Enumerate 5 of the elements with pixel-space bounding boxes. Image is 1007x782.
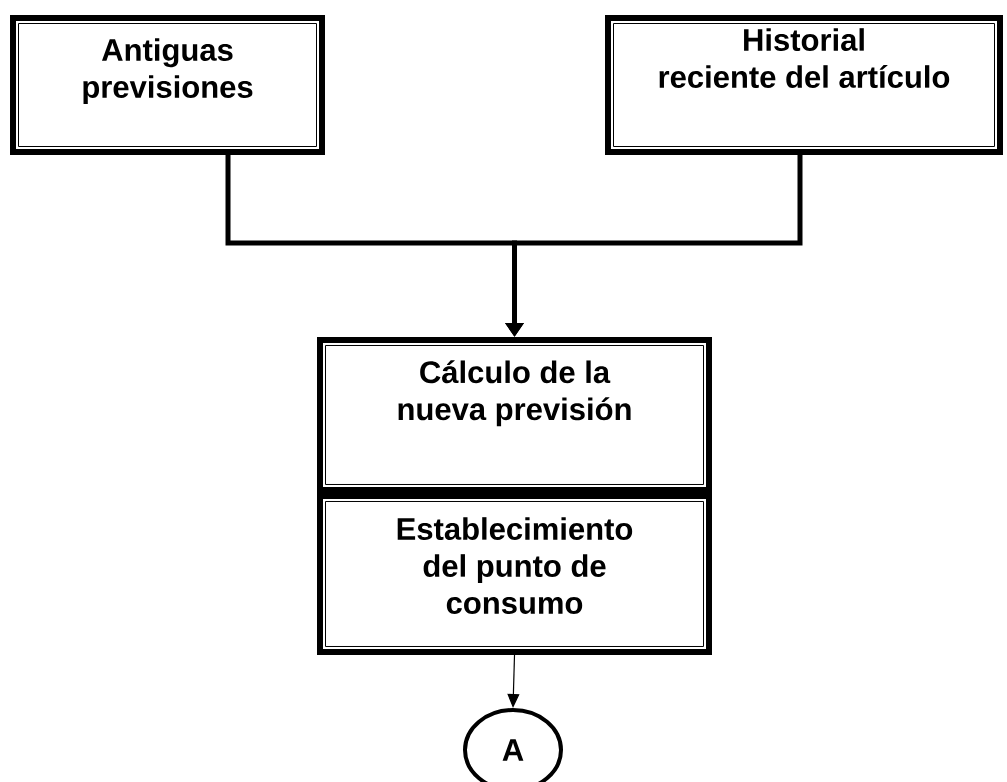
process-box: Antiguas previsiones: [10, 15, 325, 155]
process-box: Establecimiento del punto de consumo: [317, 493, 712, 655]
arrow: [507, 654, 520, 708]
process-box: Historial reciente del artículo: [605, 15, 1003, 155]
process-box: Cálculo de la nueva previsión: [317, 337, 712, 493]
